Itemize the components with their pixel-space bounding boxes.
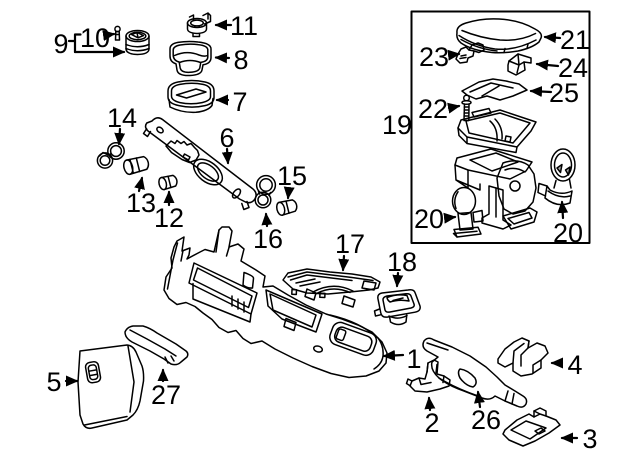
part-16-power-outlet — [254, 174, 277, 209]
callout-20-left: 20 — [414, 204, 444, 234]
callout-10: 10 — [80, 23, 110, 53]
part-9-ashtray-cup — [125, 29, 150, 56]
callout-27: 27 — [151, 380, 181, 410]
arrow-14 — [114, 127, 126, 146]
callout-13: 13 — [126, 188, 156, 218]
part-12-plug — [158, 174, 178, 191]
callout-15: 15 — [277, 161, 307, 191]
arrow-2 — [424, 396, 436, 412]
part-20-bracket-left — [451, 186, 484, 238]
part-19-armrest-assembly-box — [410, 10, 591, 244]
callout-labels: 1 2 3 4 5 6 7 8 9 10 11 12 13 14 15 16 1… — [46, 11, 597, 454]
callout-5: 5 — [46, 367, 61, 397]
callout-16: 16 — [253, 224, 283, 254]
arrow-17 — [338, 254, 350, 272]
arrow-25 — [529, 86, 553, 98]
callout-25: 25 — [549, 78, 579, 108]
armrest-storage-tray — [457, 107, 537, 154]
arrow-18 — [392, 271, 404, 288]
arrow-15 — [283, 186, 295, 200]
arrow-16 — [261, 212, 273, 228]
part-25-liner-mat — [461, 78, 528, 101]
callout-1: 1 — [406, 344, 421, 374]
arrow-22 — [447, 102, 461, 114]
part-23-latch — [455, 42, 485, 64]
part-26-park-brake-lever — [422, 337, 528, 408]
callout-3: 3 — [582, 424, 597, 454]
part-13-lighter-plug — [122, 155, 150, 176]
part-21-armrest-lid — [456, 18, 543, 54]
arrow-21 — [543, 32, 562, 44]
callout-2: 2 — [424, 408, 439, 438]
part-7-storage-bin — [167, 79, 215, 114]
arrow-1 — [382, 349, 405, 361]
callout-17: 17 — [335, 229, 365, 259]
arrow-6 — [221, 147, 233, 165]
callout-19: 19 — [382, 110, 412, 140]
callout-11: 11 — [230, 11, 258, 41]
callout-arrows — [64, 19, 579, 444]
part-22-bolt — [461, 94, 472, 122]
callout-9: 9 — [53, 29, 68, 59]
arrow-20b — [557, 200, 569, 220]
callout-12: 12 — [154, 203, 184, 233]
callout-4: 4 — [567, 350, 582, 380]
part-15-plug — [275, 199, 298, 217]
arrow-8 — [214, 52, 231, 64]
part-1-console-body — [163, 226, 388, 379]
part-18-rear-cup-trim — [373, 289, 421, 326]
part-27-trim-strip — [124, 325, 189, 366]
callout-7: 7 — [232, 87, 247, 117]
part-4-bracket — [497, 337, 549, 377]
armrest-base — [454, 148, 538, 230]
arrow-10 — [102, 30, 116, 42]
arrow-24 — [535, 59, 560, 71]
arrow-20a — [443, 212, 457, 224]
part-17-rear-tray — [282, 268, 381, 299]
part-3-bracket-plate — [502, 407, 561, 447]
part-20-bracket-right — [537, 148, 576, 206]
arrow-23 — [447, 49, 461, 61]
callout-20-right: 20 — [553, 218, 583, 248]
callout-8: 8 — [233, 45, 248, 75]
callout-24: 24 — [558, 53, 588, 83]
arrow-13 — [134, 176, 145, 193]
callout-21: 21 — [560, 25, 590, 55]
callout-14: 14 — [107, 103, 137, 133]
part-8-cupholder — [169, 40, 212, 77]
part-24-hinge — [507, 53, 532, 76]
callout-6: 6 — [219, 123, 234, 153]
callout-23: 23 — [419, 42, 449, 72]
part-5-side-panel — [77, 344, 145, 430]
part-2-bracket — [405, 359, 451, 393]
part-10-screw — [114, 25, 121, 41]
part-11-retainer — [186, 12, 212, 38]
leader-9 — [67, 33, 82, 54]
callout-26: 26 — [471, 405, 501, 435]
part-6-shift-trim-plate — [142, 117, 257, 211]
part-14-power-outlet — [96, 142, 125, 169]
callout-22: 22 — [418, 94, 448, 124]
arrow-26 — [474, 390, 485, 409]
callout-18: 18 — [387, 247, 417, 277]
